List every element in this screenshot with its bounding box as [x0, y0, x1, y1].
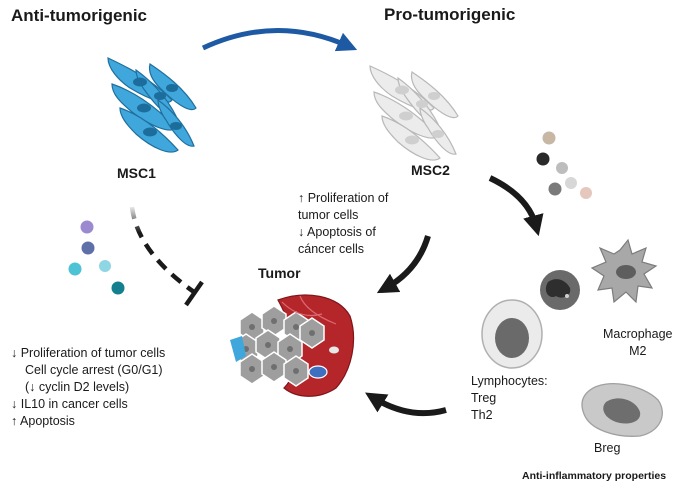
- msc2-to-immune-arrow: [488, 175, 544, 237]
- lymphocytes-label: Lymphocytes: Treg Th2: [471, 373, 548, 424]
- center-effect-line: tumor cells: [298, 208, 359, 222]
- macrophage-label: Macrophage M2: [603, 326, 673, 360]
- left-effect-line: ↓ Proliferation of tumor cells: [11, 346, 166, 360]
- left-effect-line: ↓ IL10 in cancer cells: [11, 397, 128, 411]
- msc1-label: MSC1: [117, 165, 156, 181]
- left-effects: ↓ Proliferation of tumor cells Cell cycl…: [11, 345, 165, 430]
- center-effect-line: ↓ Apoptosis of: [298, 225, 376, 239]
- lymphocytes-label-line: Lymphocytes:: [471, 374, 548, 388]
- anti-tumorigenic-heading: Anti-tumorigenic: [11, 6, 147, 25]
- tumor-icon: [230, 294, 355, 397]
- lymphocytes-label-line: Th2: [471, 408, 493, 422]
- center-effect-line: ↑ Proliferation of: [298, 191, 389, 205]
- inhibition-line: [129, 206, 204, 307]
- center-effect-line: cáncer cells: [298, 242, 364, 256]
- effects-to-tumor-arrow: [376, 235, 431, 294]
- secreted-factors-left-icon: [68, 220, 125, 295]
- pro-tumorigenic-heading: Pro-tumorigenic: [384, 5, 516, 24]
- immune-to-tumor-arrow: [365, 392, 447, 417]
- macrophage-icon: [590, 238, 658, 304]
- lymphocytes-label-line: Treg: [471, 391, 497, 405]
- macrophage-label-line: M2: [629, 344, 647, 358]
- breg-label: Breg: [594, 441, 621, 455]
- tumor-label: Tumor: [258, 265, 301, 281]
- breg-cell-icon: [581, 383, 663, 437]
- msc1-cells-icon: [107, 57, 197, 153]
- anti-inflammatory-caption: Anti-inflammatory properties: [522, 470, 667, 482]
- left-effect-line: (↓ cyclin D2 levels): [25, 380, 130, 394]
- left-effect-line: ↑ Apoptosis: [11, 414, 75, 428]
- macrophage-label-line: Macrophage: [603, 327, 673, 341]
- lymphocyte-icon: [481, 299, 543, 369]
- transition-arrow: [201, 28, 358, 52]
- granulocyte-icon: [540, 270, 580, 310]
- msc2-cells-icon: [369, 65, 459, 161]
- center-effects: ↑ Proliferation of tumor cells ↓ Apoptos…: [298, 190, 388, 258]
- left-effect-line: Cell cycle arrest (G0/G1): [25, 363, 163, 377]
- msc2-label: MSC2: [411, 162, 450, 178]
- secreted-factors-right-icon: [536, 131, 592, 199]
